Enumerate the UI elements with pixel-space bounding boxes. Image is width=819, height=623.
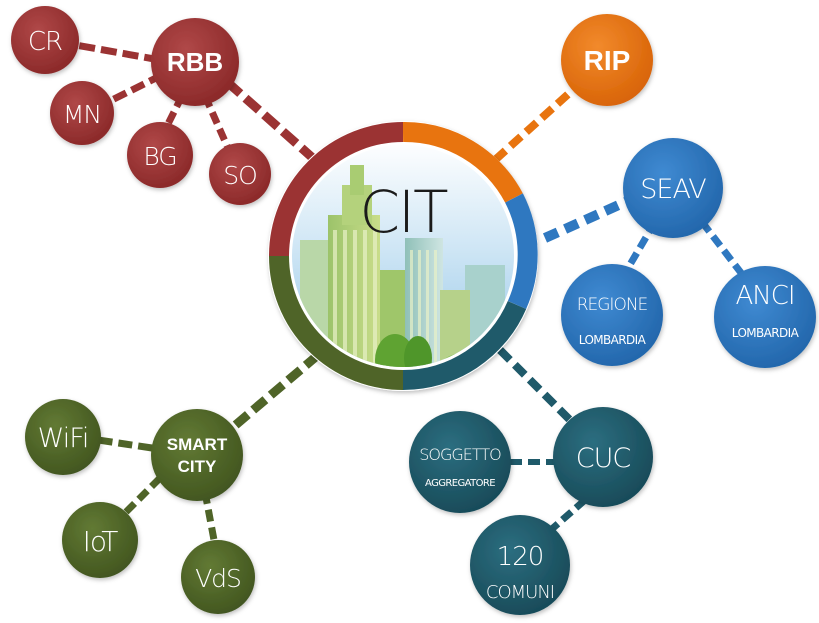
comuni-label-line2: COMUNI (486, 582, 554, 603)
node-wifi[interactable]: WiFi (25, 399, 101, 475)
anci-label-line2: LOMBARDIA (732, 326, 800, 340)
regione-label-line1: REGIONE (577, 295, 648, 315)
node-cr[interactable]: CR (11, 6, 79, 74)
node-bg[interactable]: BG (127, 122, 193, 188)
ring-segment-orange (402, 121, 523, 203)
mn-label: MN (63, 100, 101, 129)
vds-label: VdS (195, 564, 241, 593)
soggetto-label-line1: SOGGETTO (419, 445, 501, 464)
connector-cit-smart (229, 351, 321, 432)
node-rip[interactable]: RIP (561, 14, 653, 106)
connector-cit-rbb (222, 76, 318, 164)
node-so[interactable]: SO (209, 143, 271, 205)
connector-cit-rip (492, 85, 578, 163)
connector-rbb-mn (98, 71, 164, 110)
node-mn[interactable]: MN (50, 81, 114, 145)
ring-segment-green (269, 255, 404, 390)
city-illustration (292, 145, 514, 367)
ring-segment-teal (402, 300, 527, 391)
connector-rbb-cr (69, 40, 161, 64)
node-soggetto-aggregatore[interactable]: SOGGETTO AGGREGATORE (409, 411, 511, 513)
node-iot[interactable]: IoT (62, 502, 138, 578)
cit-hub: CIT (268, 121, 538, 391)
wifi-label: WiFi (38, 423, 89, 454)
seav-label: SEAV (640, 174, 706, 205)
iot-label: IoT (83, 525, 119, 558)
node-anci-lombardia[interactable]: ANCI LOMBARDIA (714, 266, 816, 368)
comuni-label-line1: 120 (497, 542, 544, 572)
cit-label: CIT (359, 178, 448, 246)
connector-cit-cuc (497, 347, 578, 428)
rbb-label: RBB (167, 47, 223, 77)
connector-rbb-so (201, 94, 232, 150)
node-regione-lombardia[interactable]: REGIONE LOMBARDIA (561, 264, 663, 366)
node-rbb[interactable]: RBB (151, 18, 239, 106)
rip-label: RIP (584, 45, 631, 76)
node-cuc[interactable]: CUC (553, 407, 653, 507)
node-120-comuni[interactable]: 120 COMUNI (470, 515, 570, 615)
node-seav[interactable]: SEAV (623, 138, 723, 238)
node-vds[interactable]: VdS (181, 540, 255, 614)
connector-smart-wifi (97, 436, 153, 452)
cr-label: CR (28, 27, 62, 57)
ring-segment-blue (504, 193, 538, 310)
cuc-label: CUC (576, 443, 631, 474)
connector-seav-anci (699, 219, 748, 281)
smart-label-line1: SMART (167, 435, 228, 454)
anci-label-line1: ANCI (735, 281, 794, 311)
smart-label-line2: CITY (178, 457, 217, 476)
connector-smart-iot (115, 475, 163, 523)
connector-cit-seav (542, 195, 633, 243)
ring-segment-red (269, 122, 404, 257)
bg-label: BG (143, 142, 176, 171)
so-label: SO (223, 161, 257, 190)
soggetto-label-line2: AGGREGATORE (425, 478, 495, 489)
regione-label-line2: LOMBARDIA (579, 333, 647, 347)
node-smart-city[interactable]: SMART CITY (151, 409, 243, 501)
